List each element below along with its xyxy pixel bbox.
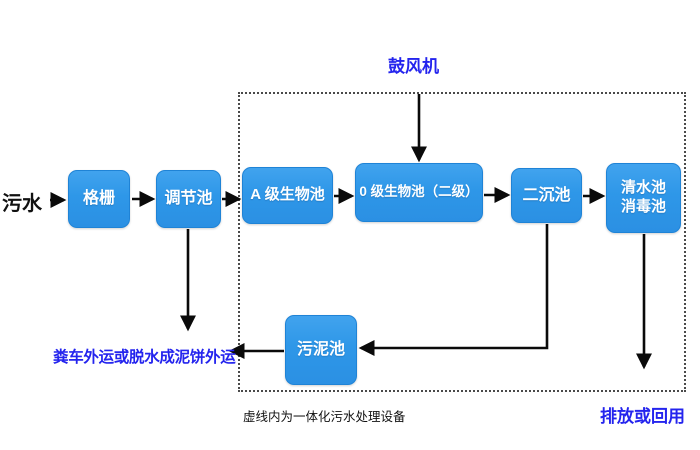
node-sludge-tank: 污泥池 (285, 315, 357, 385)
clearwater-line1: 清水池 (620, 179, 666, 197)
node-o-grade-bio-tank: 0 级生物池（二级） (355, 163, 483, 222)
inlet-label: 污水 (2, 193, 42, 215)
node-a-grade-bio-tank: A 级生物池 (242, 167, 333, 224)
node-secondary-sedimentation-tank: 二沉池 (511, 168, 582, 223)
boundary-note-label: 虚线内为一体化污水处理设备 (243, 410, 406, 424)
discharge-label: 排放或回用 (600, 407, 685, 426)
sludge-disposal-label: 粪车外运或脱水成泥饼外运 (53, 349, 236, 366)
node-regulating-tank: 调节池 (156, 170, 221, 228)
node-grille: 格栅 (68, 170, 130, 228)
arrow-sedimentation-to-sludge (358, 224, 549, 357)
blower-label: 鼓风机 (388, 57, 439, 76)
node-clearwater-disinfection-tank: 清水池 消毒池 (606, 163, 681, 233)
clearwater-line2: 消毒池 (620, 198, 666, 215)
integrated-equipment-boundary (238, 92, 686, 392)
